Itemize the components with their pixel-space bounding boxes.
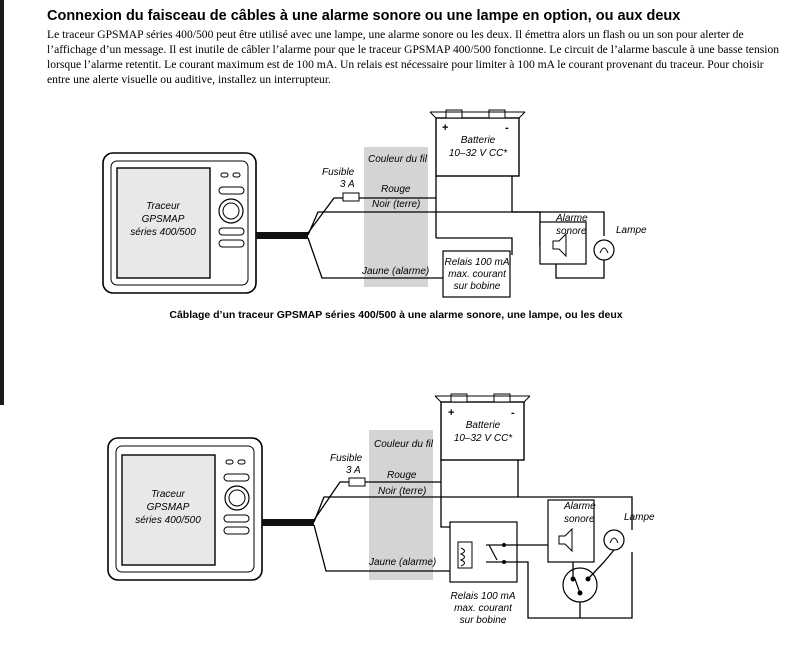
wire-yellow-label: Jaune (alarme) <box>361 266 429 277</box>
lamp-icon <box>593 239 615 261</box>
wire-color-band <box>364 147 428 287</box>
device-button <box>220 172 229 178</box>
battery: + - Batterie 10–32 V CC* <box>429 109 526 177</box>
battery-label: Batterie <box>466 420 501 431</box>
diagram-2: Traceur GPSMAP séries 400/500 Fusible 3 … <box>107 393 655 626</box>
gpsmap-device: Traceur GPSMAP séries 400/500 <box>107 437 263 581</box>
battery-plus-terminal: + <box>448 407 454 419</box>
relay-label: max. courant <box>448 269 507 280</box>
battery-voltage: 10–32 V CC* <box>454 433 513 444</box>
fuse-rating: 3 A <box>346 465 361 476</box>
relay-label: sur bobine <box>460 615 507 626</box>
device-label-line: Traceur <box>151 489 185 500</box>
fuse <box>348 477 366 487</box>
wire-color-band <box>369 430 433 580</box>
device-button <box>237 459 246 465</box>
battery: + - Batterie 10–32 V CC* <box>434 393 531 461</box>
lamp-label: Lampe <box>624 512 655 523</box>
device-button <box>232 172 241 178</box>
speaker-icon <box>558 527 573 553</box>
selector-switch-icon <box>562 567 598 603</box>
fuse-rating: 3 A <box>340 179 355 190</box>
gpsmap-device: Traceur GPSMAP séries 400/500 <box>102 152 257 294</box>
device-button <box>223 473 250 482</box>
device-button <box>223 514 250 523</box>
device-label-line: GPSMAP <box>147 502 190 513</box>
harness-cable <box>256 232 308 239</box>
alarm-label: Alarme <box>563 501 596 512</box>
relay-label: Relais 100 mA <box>444 257 509 268</box>
left-border-rule <box>0 0 4 405</box>
device-button <box>223 526 250 535</box>
battery-plus-terminal: + <box>442 122 448 134</box>
speaker-icon <box>552 232 567 258</box>
lamp-icon <box>603 529 625 551</box>
relay-label: max. courant <box>454 603 513 614</box>
alarm-label: sonore <box>564 514 595 525</box>
relay <box>442 250 511 298</box>
wire-black-label: Noir (terre) <box>378 486 426 497</box>
diagram-1: Traceur GPSMAP séries 400/500 Fusible 3 … <box>102 109 647 321</box>
wire-red-label: Rouge <box>381 184 411 195</box>
alarm-label: sonore <box>556 226 587 237</box>
wire-yellow-label: Jaune (alarme) <box>368 557 436 568</box>
device-button <box>218 239 245 248</box>
device-button <box>218 186 245 195</box>
device-screen <box>116 167 211 279</box>
battery-voltage: 10–32 V CC* <box>449 148 508 159</box>
device-screen <box>121 454 216 566</box>
device-label-line: séries 400/500 <box>135 515 201 526</box>
device-label-line: Traceur <box>146 201 180 212</box>
fuse-label: Fusible <box>322 167 355 178</box>
device-label-line: séries 400/500 <box>130 227 196 238</box>
lamp-label: Lampe <box>616 225 647 236</box>
battery-label: Batterie <box>461 135 496 146</box>
relay <box>449 521 518 583</box>
fuse-label: Fusible <box>330 453 363 464</box>
harness-cable <box>262 519 314 526</box>
wire-color-header: Couleur du fil <box>374 439 434 450</box>
device-label-line: GPSMAP <box>142 214 185 225</box>
fuse <box>342 192 360 202</box>
battery-minus-terminal: - <box>511 407 515 419</box>
relay-label: sur bobine <box>454 281 501 292</box>
battery-minus-terminal: - <box>505 122 509 134</box>
wire-color-header: Couleur du fil <box>368 154 428 165</box>
diagram-caption: Câblage d’un traceur GPSMAP séries 400/5… <box>169 309 622 321</box>
page-title: Connexion du faisceau de câbles à une al… <box>47 8 681 24</box>
alarm-label: Alarme <box>555 213 588 224</box>
intro-paragraph: Le traceur GPSMAP séries 400/500 peut êt… <box>47 28 780 86</box>
device-button <box>225 459 234 465</box>
wire-red-label: Rouge <box>387 470 417 481</box>
wire-black-label: Noir (terre) <box>372 199 420 210</box>
relay-label: Relais 100 mA <box>450 591 515 602</box>
device-button <box>218 227 245 236</box>
